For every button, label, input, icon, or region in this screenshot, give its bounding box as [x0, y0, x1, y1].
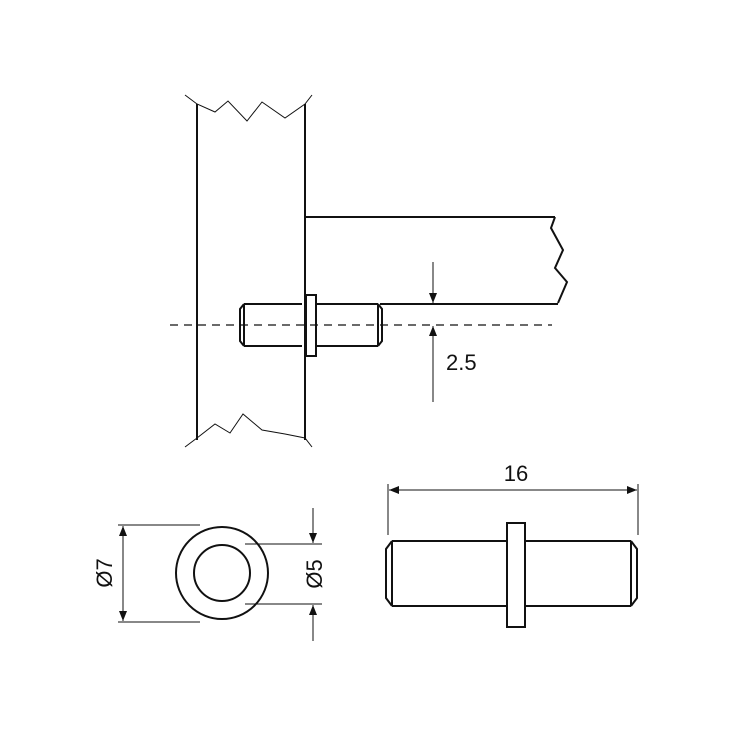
offset-label: 2.5	[446, 350, 477, 375]
wall-panel	[184, 94, 313, 448]
outer-diameter-label: Ø7	[92, 558, 117, 587]
length-dimension: 16	[387, 461, 639, 535]
pin-installed	[239, 294, 383, 357]
length-label: 16	[504, 461, 528, 486]
shelf-board	[305, 216, 569, 305]
offset-dimension: 2.5	[429, 262, 477, 402]
pin-end-view	[175, 526, 269, 620]
inner-diameter-label: Ø5	[302, 559, 327, 588]
pin-side-view	[385, 522, 638, 628]
inner-diameter-dimension: Ø5	[245, 508, 327, 641]
outer-diameter-dimension: Ø7	[92, 524, 200, 623]
